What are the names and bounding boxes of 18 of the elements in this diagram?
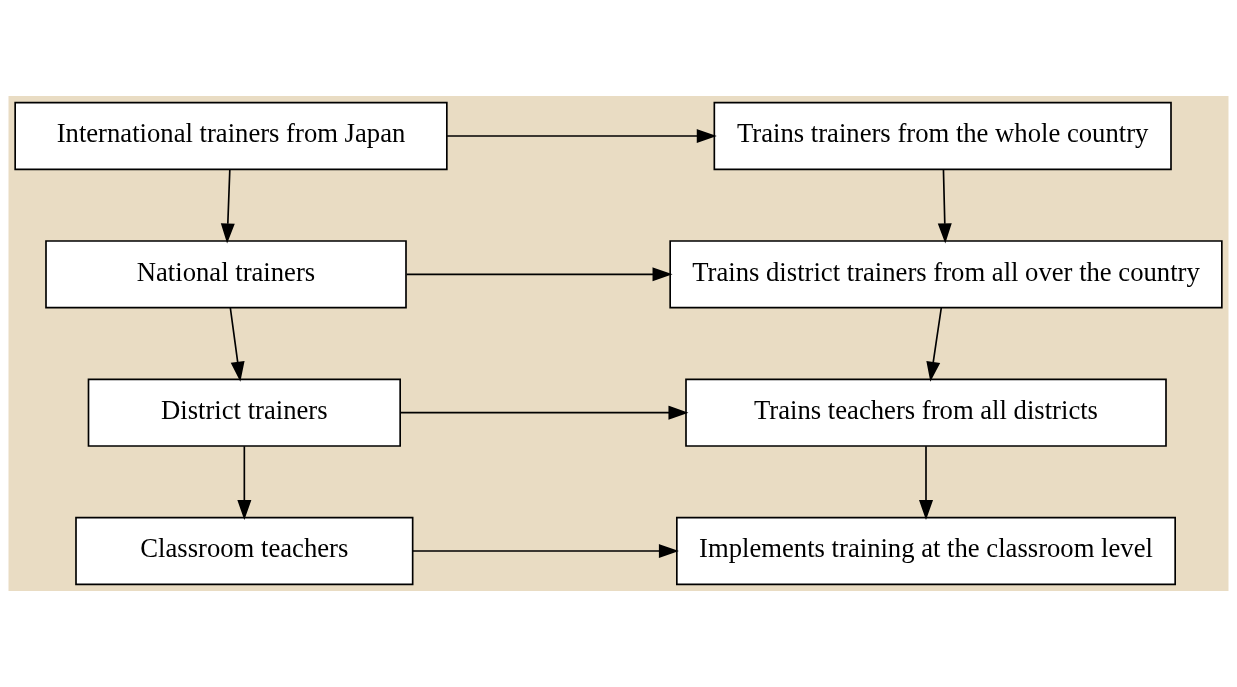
arrow (399, 405, 689, 420)
node-box: District trainers (87, 378, 401, 447)
node-box: Implements training at the classroom level (676, 516, 1176, 586)
node-box: Trains teachers from all districts (685, 378, 1167, 447)
arrow (446, 129, 717, 143)
node-box: International trainers from Japan (14, 101, 448, 171)
arrow (229, 307, 245, 382)
arrow (220, 168, 235, 244)
arrow (937, 168, 952, 244)
arrow (926, 307, 943, 382)
arrow (919, 445, 933, 521)
node-box: Trains district trainers from all over the country (669, 240, 1223, 309)
arrow (411, 544, 679, 558)
arrow (405, 267, 673, 282)
node-box: National trainers (45, 240, 407, 309)
node-box: Classroom teachers (75, 516, 414, 586)
arrow (237, 445, 252, 521)
node-box: Trains trainers from the whole country (713, 101, 1172, 171)
